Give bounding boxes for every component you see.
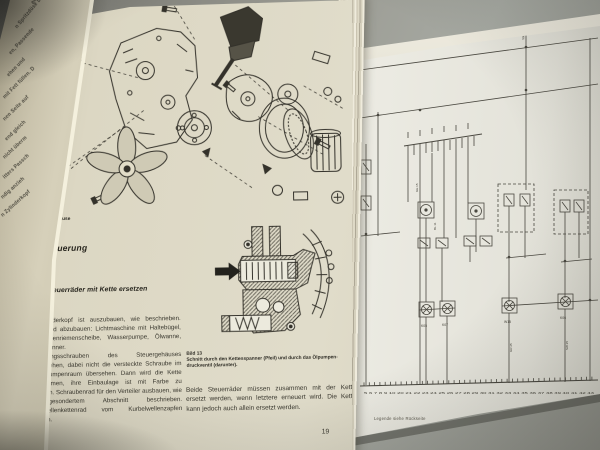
connector-pins [407, 123, 475, 156]
bus-line-b [359, 83, 599, 119]
oil-filter [310, 128, 342, 173]
relay-contacts [417, 235, 493, 249]
prev-page-text-fragment: en, Passende [8, 26, 36, 57]
pointer-arrow [214, 262, 241, 281]
timing-chain-and-sprocket [277, 50, 342, 160]
oil-pressure-valve [221, 314, 272, 333]
junction-dots [364, 45, 592, 302]
gasket [258, 97, 310, 159]
wire-label: GE 15 [415, 183, 419, 192]
fig13-sectional-drawing [214, 225, 335, 334]
bulb-label: K06 [560, 316, 566, 320]
wire-label: SW 25 [565, 341, 569, 350]
bulb-label: K05 [421, 324, 427, 328]
page-number: 19 [321, 428, 330, 436]
cooling-fan [86, 126, 168, 205]
paragraph-2: Beide Steuerräder müssen zusammen mit de… [185, 383, 357, 413]
bulb-label: W15 [504, 320, 511, 324]
terminal-numbers: 5 6 7 8 9 10 20 21 22 23 24 25 26 27 28 … [364, 391, 595, 395]
chain-tensioner [239, 258, 299, 283]
bulb-label: K07 [442, 323, 448, 327]
wiring-diagram: K05 K07 W15 K06 GE 15 BL 11 GR 25 SW 25 … [359, 26, 599, 395]
water-pump [225, 74, 273, 122]
dashed-component-box [497, 183, 589, 235]
wire-label: BL 11 [433, 222, 437, 230]
legend-note: Legende siehe Rückseite [374, 416, 426, 421]
pulley [176, 110, 212, 146]
gauge-symbols [417, 201, 485, 220]
fig13-title: Schnitt durch den Kettenspanner (Pfeil) … [186, 355, 338, 370]
wire-label: GR 25 [509, 343, 513, 352]
fig13-caption: Bild 13 Schnitt durch den Kettenspanner … [186, 349, 352, 371]
prev-page-text-fragment: n Spritzdüse b [14, 0, 43, 30]
